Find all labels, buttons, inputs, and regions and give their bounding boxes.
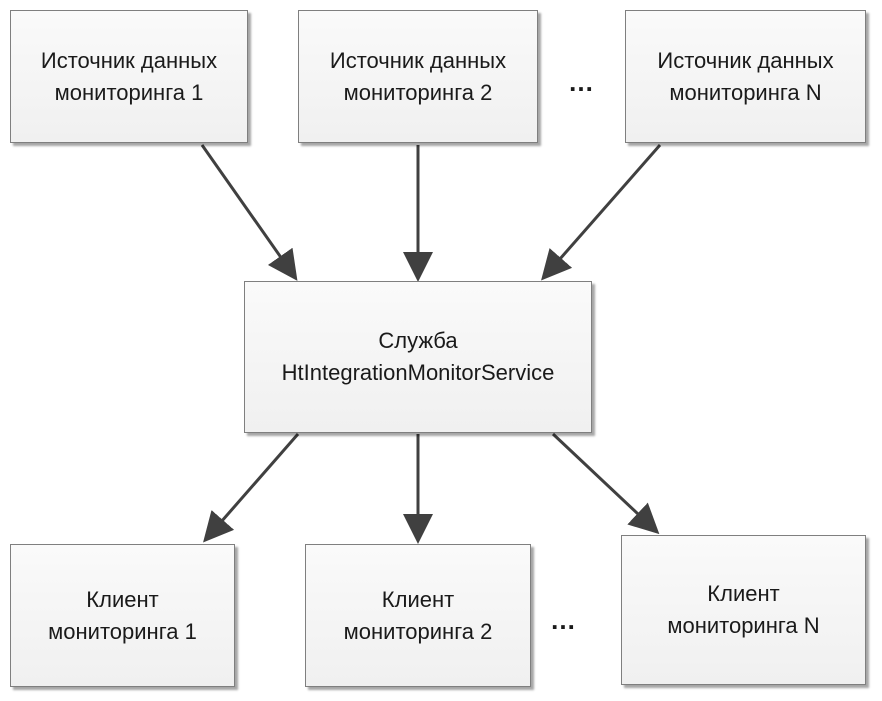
service-box-line2: HtIntegrationMonitorService [282, 357, 555, 389]
source-box-n-line1: Источник данных [657, 45, 833, 77]
client-box-2: Клиент мониторинга 2 [305, 544, 531, 687]
source-box-n: Источник данных мониторинга N [625, 10, 866, 143]
source-box-1-line1: Источник данных [41, 45, 217, 77]
client-box-n-line1: Клиент [707, 578, 779, 610]
arrow-source-1-to-service [202, 145, 294, 276]
source-box-2-line2: мониторинга 2 [344, 77, 493, 109]
service-box-line1: Служба [378, 325, 457, 357]
client-box-n-line2: мониторинга N [667, 610, 819, 642]
client-box-2-line1: Клиент [382, 584, 454, 616]
source-box-2-line1: Источник данных [330, 45, 506, 77]
source-box-1: Источник данных мониторинга 1 [10, 10, 248, 143]
source-box-n-line2: мониторинга N [669, 77, 821, 109]
arrow-service-to-client-1 [207, 434, 298, 538]
source-box-2: Источник данных мониторинга 2 [298, 10, 538, 143]
client-box-1: Клиент мониторинга 1 [10, 544, 235, 687]
service-box: Служба HtIntegrationMonitorService [244, 281, 592, 433]
arrow-source-n-to-service [545, 145, 660, 276]
client-box-n: Клиент мониторинга N [621, 535, 866, 685]
arrow-service-to-client-n [553, 434, 655, 530]
client-box-1-line2: мониторинга 1 [48, 616, 197, 648]
clients-ellipsis: … [550, 610, 577, 630]
sources-ellipsis: … [568, 72, 595, 92]
client-box-1-line1: Клиент [86, 584, 158, 616]
client-box-2-line2: мониторинга 2 [344, 616, 493, 648]
source-box-1-line2: мониторинга 1 [55, 77, 204, 109]
